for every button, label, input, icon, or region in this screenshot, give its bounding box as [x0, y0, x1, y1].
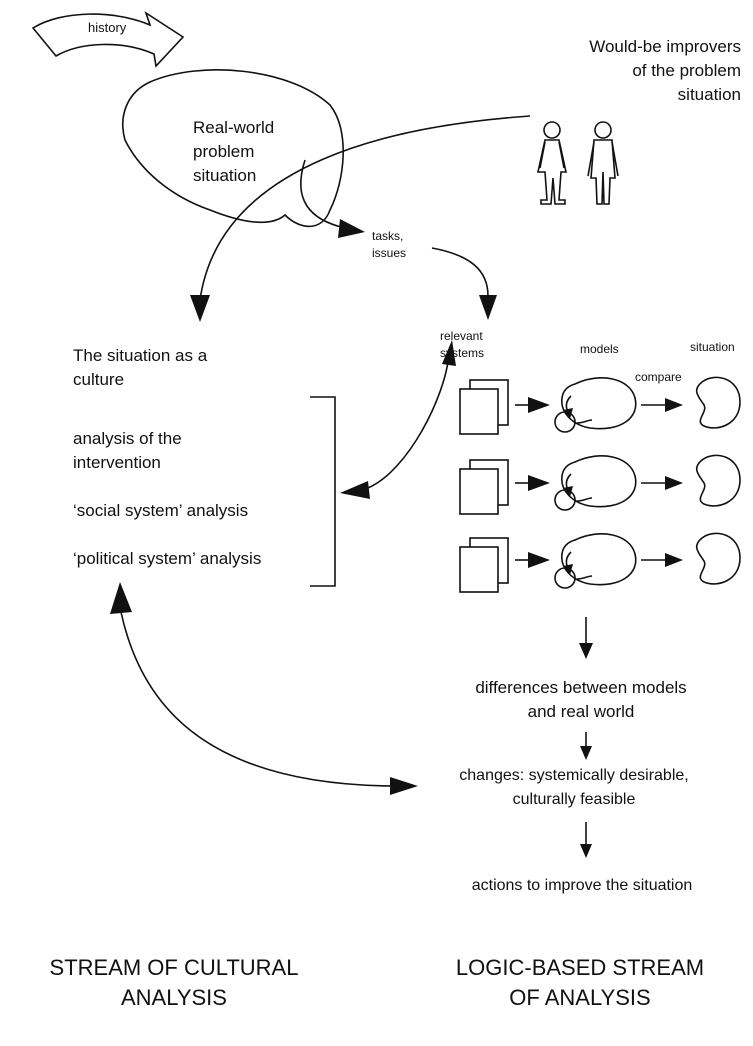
tasks-to-systems-arrow: [431, 247, 489, 297]
analysis-line4: ‘political system’ analysis: [73, 549, 261, 568]
improvers-line3: situation: [678, 85, 741, 104]
relevant-line2: systems: [440, 346, 484, 360]
problem-to-tasks-arrow: [300, 159, 346, 229]
system-row-1: [459, 376, 741, 435]
history-label: history: [88, 20, 127, 35]
analysis-line1: analysis of the: [73, 429, 182, 448]
analysis-link-arrowhead: [340, 481, 370, 499]
person-female-icon: [537, 121, 567, 205]
improvers-to-culture-arrow: [199, 115, 531, 301]
culture-line1: The situation as a: [73, 346, 208, 365]
problem-situation-line1: Real-world: [193, 118, 274, 137]
person-male-icon: [587, 121, 619, 205]
analysis-changes-link: [120, 611, 396, 787]
differences-line2: and real world: [528, 702, 635, 721]
relevant-line1: relevant: [440, 329, 483, 343]
history-arrow: history: [31, 11, 185, 68]
models-header: models: [580, 342, 619, 356]
tasks-line2: issues: [372, 246, 406, 260]
systems-link-arrowhead: [442, 340, 456, 366]
actions-arrowhead: [580, 844, 592, 858]
tasks-line1: tasks,: [372, 229, 403, 243]
analysis-line2: intervention: [73, 453, 161, 472]
logic-stream-line1: LOGIC-BASED STREAM: [456, 955, 704, 980]
systems-arrowhead: [479, 295, 497, 320]
improvers-line2: of the problem: [632, 61, 741, 80]
changes-line1: changes: systemically desirable,: [459, 767, 688, 784]
situation-header: situation: [690, 340, 735, 354]
culture-arrowhead: [190, 295, 210, 322]
problem-situation-blob: [121, 69, 344, 228]
system-row-2: [459, 454, 741, 515]
changes-arrowhead: [580, 746, 592, 760]
analysis-bracket: [310, 396, 336, 587]
analysis-upper-arrowhead: [110, 582, 132, 614]
changes-link-arrowhead: [390, 777, 418, 795]
logic-stream-line2: OF ANALYSIS: [509, 985, 650, 1010]
cultural-stream-line2: ANALYSIS: [121, 985, 227, 1010]
changes-line2: culturally feasible: [513, 791, 636, 808]
culture-line2: culture: [73, 370, 124, 389]
tasks-arrowhead: [338, 219, 365, 238]
improvers-line1: Would-be improvers: [589, 37, 741, 56]
analysis-line3: ‘social system’ analysis: [73, 501, 248, 520]
systems-analysis-link: [361, 361, 449, 491]
differences-arrowhead: [579, 643, 593, 659]
differences-line1: differences between models: [475, 678, 686, 697]
problem-situation-line3: situation: [193, 166, 256, 185]
cultural-stream-line1: STREAM OF CULTURAL: [50, 955, 299, 980]
problem-situation-line2: problem: [193, 142, 254, 161]
actions-text: actions to improve the situation: [472, 877, 693, 894]
compare-label: compare: [635, 370, 682, 384]
system-row-3: [459, 532, 741, 593]
